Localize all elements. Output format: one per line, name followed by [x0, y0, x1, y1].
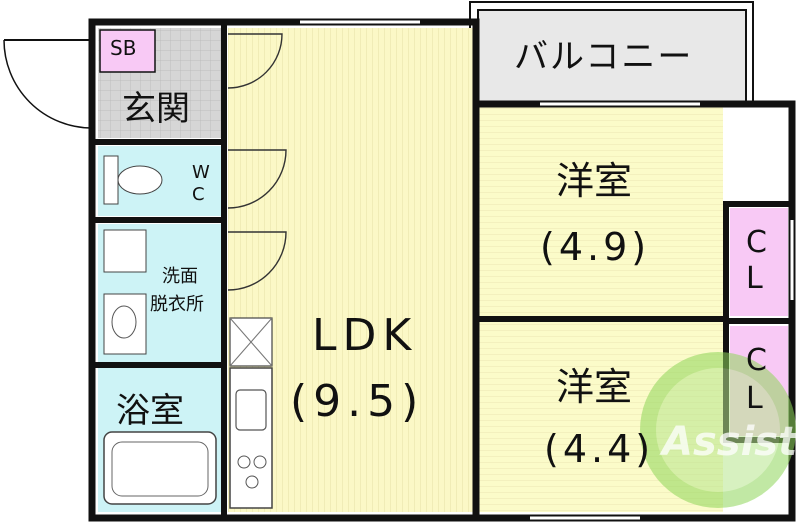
bathroom-label: 浴室: [116, 391, 184, 431]
balcony-label: バルコニー: [514, 37, 694, 77]
closet-upper-label-c: C: [746, 225, 767, 260]
stove-burner: [237, 455, 251, 469]
washroom-label-2: 脱衣所: [150, 294, 204, 315]
washing-machine-space: [103, 229, 147, 273]
kitchen-sink: [235, 389, 267, 431]
watermark-logo: [640, 352, 796, 508]
western-room-upper-size: (4.9): [540, 225, 651, 269]
ldk-name: LDK: [312, 310, 418, 361]
toilet-label-w: W: [192, 162, 210, 183]
western-room-upper-floor: [478, 106, 723, 316]
washroom-label-1: 洗面: [162, 266, 198, 287]
closet-lower-label-l: L: [746, 381, 763, 416]
western-room-upper-name: 洋室: [556, 159, 633, 203]
toilet-tank: [103, 155, 119, 205]
shoe-box-label: SB: [110, 36, 137, 60]
closet-upper-floor: [730, 208, 788, 316]
closet-upper-label-l: L: [746, 261, 763, 296]
stove-burner: [253, 455, 267, 469]
watermark-text: Assist: [662, 419, 798, 465]
toilet-label-c: C: [192, 184, 205, 205]
shoe-box: [99, 29, 156, 73]
kitchen-counter: [229, 367, 273, 509]
stove-burner: [245, 475, 259, 489]
bathtub: [103, 431, 217, 505]
balcony-area: [477, 9, 747, 103]
western-room-lower-size: (4.4): [544, 427, 655, 471]
entrance-door-swing: [3, 39, 93, 129]
ldk-size: (9.5): [290, 376, 425, 427]
door-swing: [227, 33, 283, 89]
entrance-label: 玄関: [122, 89, 190, 129]
washbasin: [103, 293, 147, 355]
closet-lower-label-c: C: [746, 343, 767, 378]
western-room-lower-name: 洋室: [556, 365, 633, 409]
toilet-bowl: [117, 165, 163, 195]
door-swing: [227, 231, 287, 291]
door-swing: [227, 149, 287, 209]
